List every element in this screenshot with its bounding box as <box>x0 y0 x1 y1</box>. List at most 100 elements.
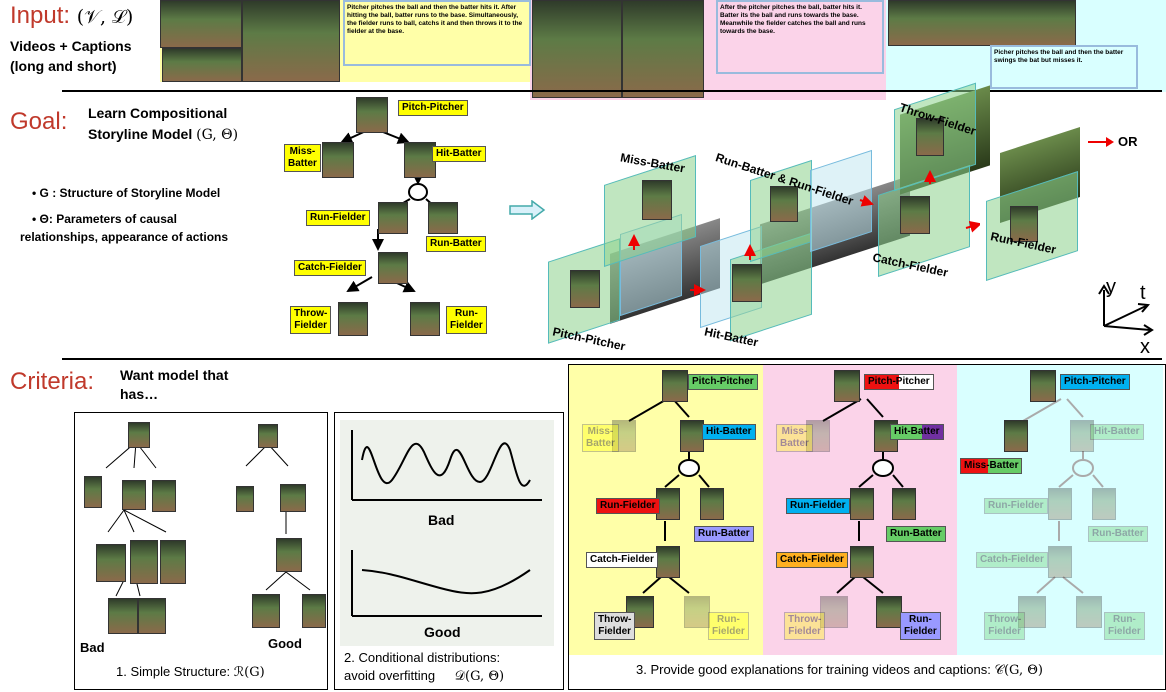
p3-img-pitch <box>1030 370 1056 402</box>
p1-img-pitch <box>662 370 688 402</box>
tree-miss-batter: Miss-Batter <box>284 144 321 172</box>
p3-img-r <box>1076 596 1102 628</box>
c1-img-2 <box>84 476 102 508</box>
scene-img-hit <box>732 264 762 302</box>
p2-img-t <box>820 596 848 628</box>
criterion2-box <box>334 412 564 690</box>
c1-img-9 <box>138 598 166 634</box>
c1-img-15 <box>302 594 326 628</box>
p2-rb: Run-Batter <box>886 526 946 542</box>
p1-img-cf <box>656 546 680 578</box>
caption-1: Pitcher pitches the ball and then the ba… <box>343 0 531 66</box>
transform-arrow <box>509 200 546 220</box>
overfit-plots <box>351 430 542 617</box>
tree-run-fielder: Run-Fielder <box>306 210 370 226</box>
p1-rf: Run-Fielder <box>596 498 660 514</box>
tree-img-miss <box>322 142 354 178</box>
tree-img-run2 <box>410 302 440 336</box>
c1-img-4 <box>152 480 176 512</box>
goal-bullet2b: relationships, appearance of actions <box>20 230 229 244</box>
axis-y-label: y <box>1106 276 1116 298</box>
criterion1-box <box>74 412 328 690</box>
p1-img-rf <box>656 488 680 520</box>
c3-caption: 3. Provide good explanations for trainin… <box>636 662 1043 678</box>
tree-img-runfielder <box>378 202 408 234</box>
c1-img-5 <box>96 544 126 582</box>
c1-img-11 <box>236 486 254 512</box>
c1-img-8 <box>108 598 138 634</box>
p3-run: Run-Fielder <box>1104 612 1145 640</box>
p1-pitch: Pitch-Pitcher <box>688 374 758 390</box>
c1-img-6 <box>130 540 158 584</box>
input-title: Input: (𝒱, ℒ) <box>10 2 134 29</box>
c1-img-7 <box>160 540 186 584</box>
tree-img-catch <box>378 252 408 284</box>
p3-miss: Miss-Batter <box>960 458 1023 474</box>
goal-bullet2: • Θ: Parameters of causal <box>32 212 177 226</box>
axis-t-label: t <box>1140 282 1146 304</box>
p2-img-r <box>876 596 902 628</box>
p3-cf: Catch-Fielder <box>976 552 1048 568</box>
axes-icon <box>1098 284 1154 336</box>
tree-img-throw <box>338 302 368 336</box>
p3-throw: Throw-Fielder <box>984 612 1026 640</box>
input-sub1: Videos + Captions <box>10 38 132 54</box>
p3-pitch: Pitch-Pitcher <box>1060 374 1130 390</box>
or-label: OR <box>1118 134 1138 149</box>
tree-pitch-pitcher: Pitch-Pitcher <box>398 100 468 116</box>
c1-bad-label: Bad <box>80 640 105 655</box>
p2-img-pitch <box>834 370 860 402</box>
c1-img-10 <box>258 424 278 448</box>
c3-edges <box>628 398 1104 594</box>
input-sub2: (long and short) <box>10 58 117 74</box>
video-frame-2b <box>622 0 704 98</box>
video-frame-1b <box>162 48 242 82</box>
p1-run: Run-Fielder <box>708 612 749 640</box>
p2-img-miss <box>806 420 830 452</box>
p2-run: Run-Fielder <box>900 612 941 640</box>
tree-img-hit <box>404 142 436 178</box>
tree-img-runbatter <box>428 202 458 234</box>
p3-img-t <box>1018 596 1046 628</box>
p1-img-hit <box>680 420 704 452</box>
p1-miss: Miss-Batter <box>582 424 619 452</box>
caption-2: After the pitcher pitches the ball, batt… <box>716 0 884 74</box>
p2-img-cf <box>850 546 874 578</box>
tree-run-fielder-2: Run-Fielder <box>446 306 487 334</box>
plot-good-label: Good <box>424 624 461 640</box>
p2-img-rf <box>850 488 874 520</box>
p1-img-r <box>684 596 710 628</box>
divider-2 <box>62 358 1162 360</box>
p2-pitch: Pitch-Pitcher <box>864 374 934 390</box>
c2-caption-b: avoid overfitting 𝒟(G, Θ) <box>344 668 505 684</box>
criteria-sub2: has… <box>120 386 159 402</box>
video-frame-3 <box>888 0 1076 46</box>
p1-rb: Run-Batter <box>694 526 754 542</box>
axis-x-label: x <box>1140 336 1150 358</box>
video-frame-1a <box>160 0 242 48</box>
p2-miss: Miss-Batter <box>776 424 813 452</box>
p3-rf: Run-Fielder <box>984 498 1048 514</box>
plot-bad-label: Bad <box>428 512 455 528</box>
p3-hit: Hit-Batter <box>1090 424 1144 440</box>
p2-img-rb <box>892 488 916 520</box>
plot-area <box>340 420 554 646</box>
p3-rb: Run-Batter <box>1088 526 1148 542</box>
scene-img-pitch <box>570 270 600 308</box>
p1-cf: Catch-Fielder <box>586 552 658 568</box>
tree-catch-fielder: Catch-Fielder <box>294 260 366 276</box>
tree-hit-batter: Hit-Batter <box>432 146 486 162</box>
c2-caption-a: 2. Conditional distributions: <box>344 650 501 665</box>
p2-rf: Run-Fielder <box>786 498 850 514</box>
scene-img-throw <box>916 118 944 156</box>
goal-line1: Learn Compositional <box>88 105 228 121</box>
p1-throw: Throw-Fielder <box>594 612 636 640</box>
scene-img-runboth <box>770 186 798 222</box>
goal-line2: Storyline Model (G, Θ) <box>88 126 239 143</box>
p2-hit: Hit-Batter <box>890 424 944 440</box>
p3-img-hit <box>1070 420 1094 452</box>
p3-img-rf <box>1048 488 1072 520</box>
or-arrow-icon <box>1088 137 1114 147</box>
c3-bg-cyan <box>957 365 1163 655</box>
p1-img-rb <box>700 488 724 520</box>
